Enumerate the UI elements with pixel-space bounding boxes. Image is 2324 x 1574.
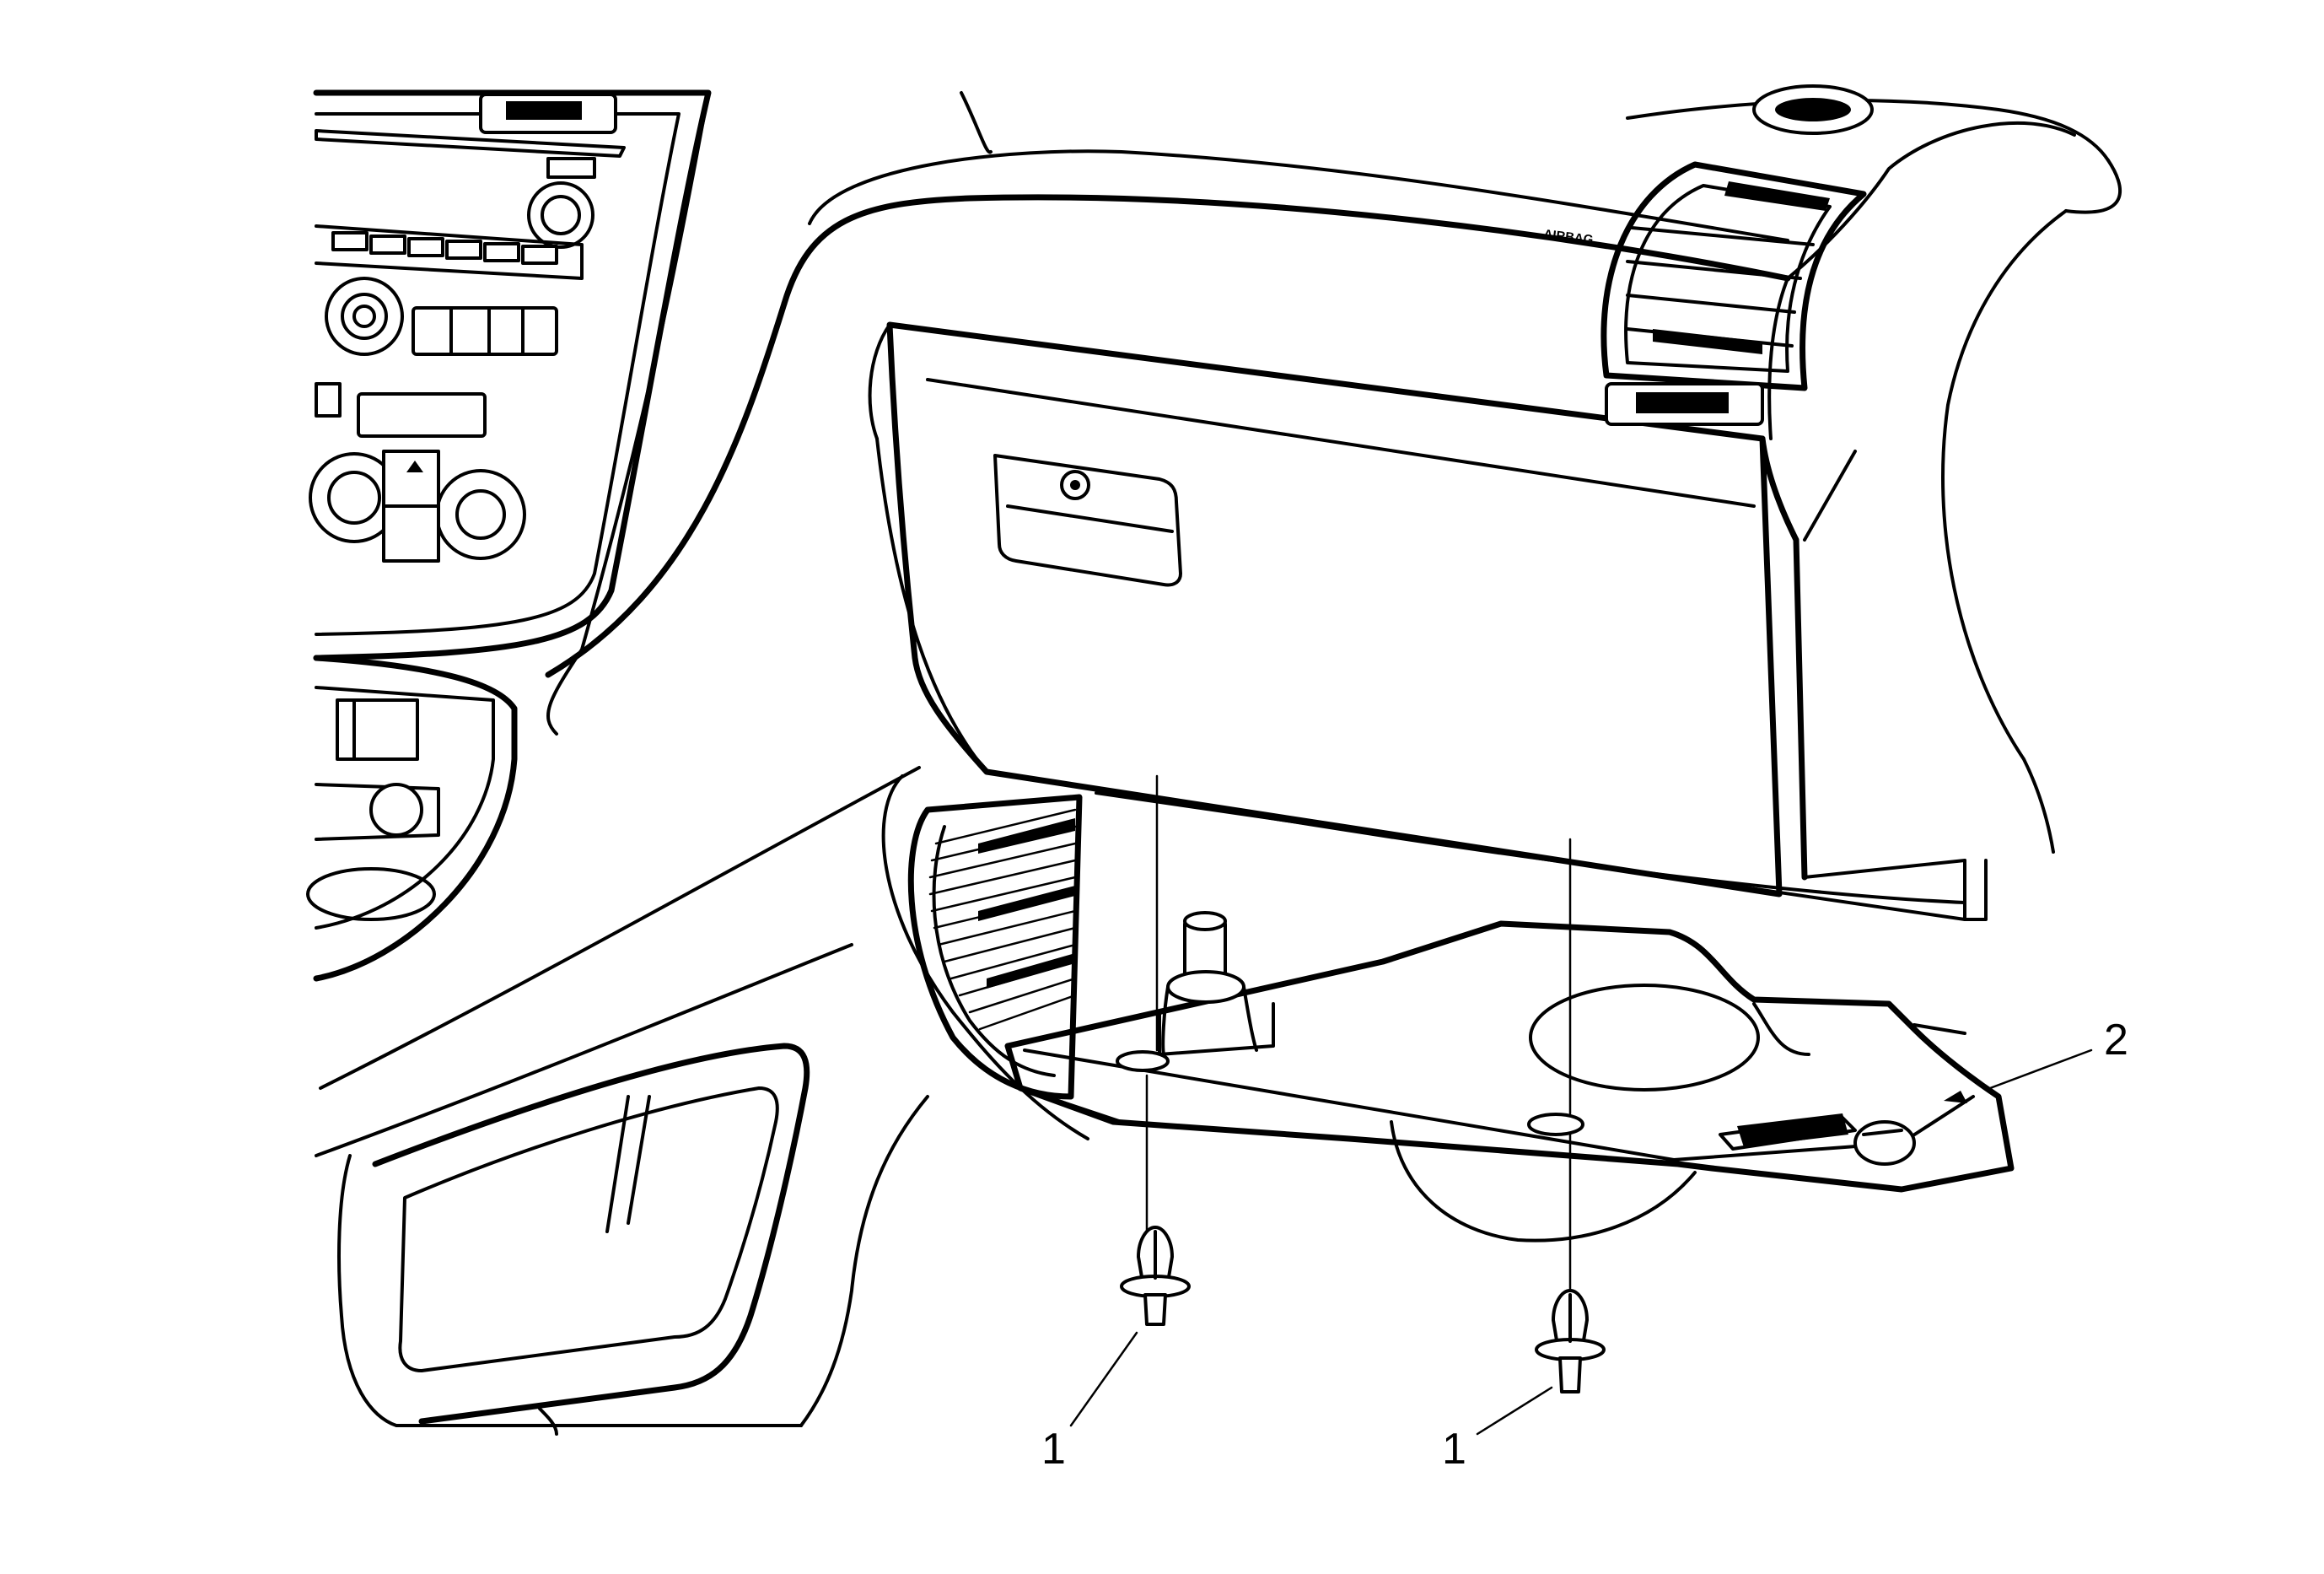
callout-2: 2: [1988, 1016, 2128, 1090]
push-pin-fastener-right: [1535, 838, 1606, 1393]
callout-1-right: 1: [1442, 1386, 1553, 1474]
airbag-label: AIRBAG: [1543, 227, 1595, 247]
fastener-hole-right: [1527, 1113, 1584, 1136]
panel-grille: [1719, 1113, 1916, 1166]
callout-label: 1: [1442, 1425, 1466, 1474]
push-pin-fastener-left: [1120, 774, 1191, 1326]
panel-pin: [1158, 911, 1275, 1056]
lower-closeout-panel: [1004, 911, 2015, 1242]
dash-air-vent: [1600, 84, 1874, 426]
callout-label: 1: [1041, 1425, 1066, 1474]
dashboard: AIRBAG: [545, 84, 2122, 921]
preset-buttons: [331, 231, 558, 265]
callout-1-left: 1: [1041, 1331, 1138, 1474]
glovebox-handle: [993, 454, 1182, 587]
center-stack: [306, 89, 712, 982]
lower-trim: [315, 766, 1089, 1436]
fastener-hole-left: [1116, 1050, 1170, 1072]
floor-air-vent: [907, 794, 1083, 1100]
callout-label: 2: [2104, 1016, 2128, 1065]
